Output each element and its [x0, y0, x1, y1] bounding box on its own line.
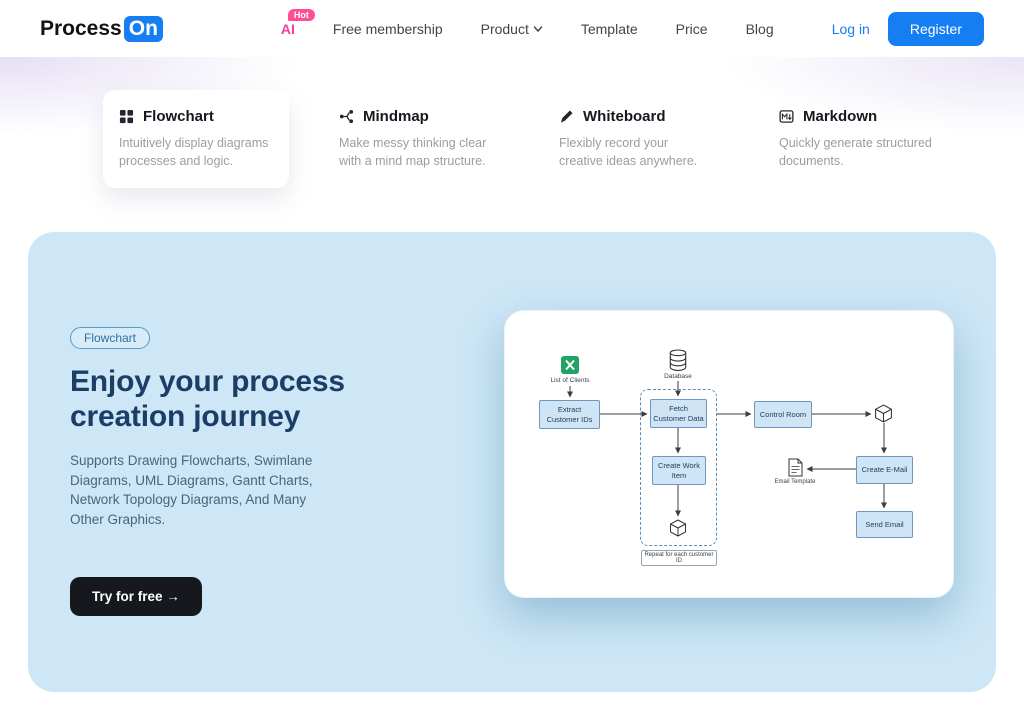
node-send-email: Send Email	[856, 511, 913, 538]
feature-title: Whiteboard	[583, 108, 666, 125]
page-title: Enjoy your process creation journey	[70, 365, 345, 433]
excel-file-icon	[561, 356, 579, 374]
auth-area: Log in Register	[831, 11, 984, 46]
database-icon	[669, 349, 687, 371]
register-button[interactable]: Register	[887, 11, 984, 46]
label-list-of-clients: List of Clients	[550, 377, 590, 384]
nav-item-blog[interactable]: Blog	[745, 20, 774, 37]
label-repeat-for-each-customer: Repeat for each customer ID	[641, 550, 717, 566]
nav-item-price[interactable]: Price	[675, 20, 708, 37]
nav-ai-label: AI	[280, 20, 295, 37]
feature-desc: Quickly generate structured documents.	[779, 136, 932, 169]
nav-item-free-membership[interactable]: Free membership	[332, 20, 443, 37]
package-icon-loop	[670, 519, 686, 537]
main-nav: AI Hot Free membership Product Template …	[280, 8, 774, 37]
connector-arrows	[567, 381, 887, 517]
loop-region	[640, 389, 717, 546]
whiteboard-pen-icon	[560, 110, 573, 123]
processon-logo[interactable]: Process On	[40, 15, 163, 42]
hero-description: Supports Drawing Flowcharts, Swimlane Di…	[70, 453, 313, 527]
label-database: Database	[664, 373, 692, 380]
email-template-document-icon	[788, 458, 803, 477]
flowchart-illustration-card: List of Clients Database Extract Custome…	[504, 310, 954, 598]
feature-desc: Flexibly record your creative ideas anyw…	[559, 136, 698, 169]
hot-badge: Hot	[287, 8, 315, 21]
feature-title: Mindmap	[363, 108, 429, 125]
nav-item-ai[interactable]: AI Hot	[280, 8, 315, 37]
try-for-free-button[interactable]: Try for free →	[70, 577, 202, 616]
feature-tab-flowchart[interactable]: Flowchart Intuitively display diagrams p…	[103, 90, 289, 189]
mindmap-icon	[339, 109, 354, 124]
feature-tab-whiteboard[interactable]: Whiteboard Flexibly record your creative…	[543, 90, 729, 188]
logo-text-on: On	[123, 15, 163, 42]
nav-item-product[interactable]: Product	[481, 21, 543, 37]
node-control-room: Control Room	[754, 401, 812, 428]
feature-tab-markdown[interactable]: Markdown Quickly generate structured doc…	[763, 90, 949, 188]
hero-section: Flowchart Enjoy your process creation jo…	[28, 232, 996, 692]
feature-tabs-row: Flowchart Intuitively display diagrams p…	[103, 90, 949, 189]
feature-title: Flowchart	[143, 108, 214, 125]
feature-tab-mindmap[interactable]: Mindmap Make messy thinking clear with a…	[323, 90, 509, 188]
label-email-template: Email Template	[774, 479, 816, 485]
feature-desc: Make messy thinking clear with a mind ma…	[339, 136, 487, 169]
top-navbar: Process On AI Hot Free membership Produc…	[0, 0, 1024, 57]
logo-text-process: Process	[40, 16, 122, 40]
feature-title: Markdown	[803, 108, 878, 125]
node-create-work-item: Create Work Item	[652, 456, 706, 485]
feature-desc: Intuitively display diagrams processes a…	[119, 136, 269, 169]
node-fetch-customer-data: Fetch Customer Data	[650, 399, 707, 428]
hero-copy: Flowchart Enjoy your process creation jo…	[70, 327, 370, 616]
flowchart-icon	[119, 109, 134, 124]
flowchart-badge: Flowchart	[70, 327, 151, 349]
nav-item-template[interactable]: Template	[580, 20, 638, 37]
package-icon-output	[875, 404, 892, 423]
chevron-down-icon	[533, 25, 543, 32]
feature-tabs-section: Flowchart Intuitively display diagrams p…	[0, 57, 1024, 232]
node-create-email: Create E-Mail	[856, 456, 913, 484]
node-extract-customer-ids: Extract Customer IDs	[539, 400, 600, 429]
login-link[interactable]: Log in	[831, 20, 870, 37]
markdown-icon	[779, 110, 794, 123]
